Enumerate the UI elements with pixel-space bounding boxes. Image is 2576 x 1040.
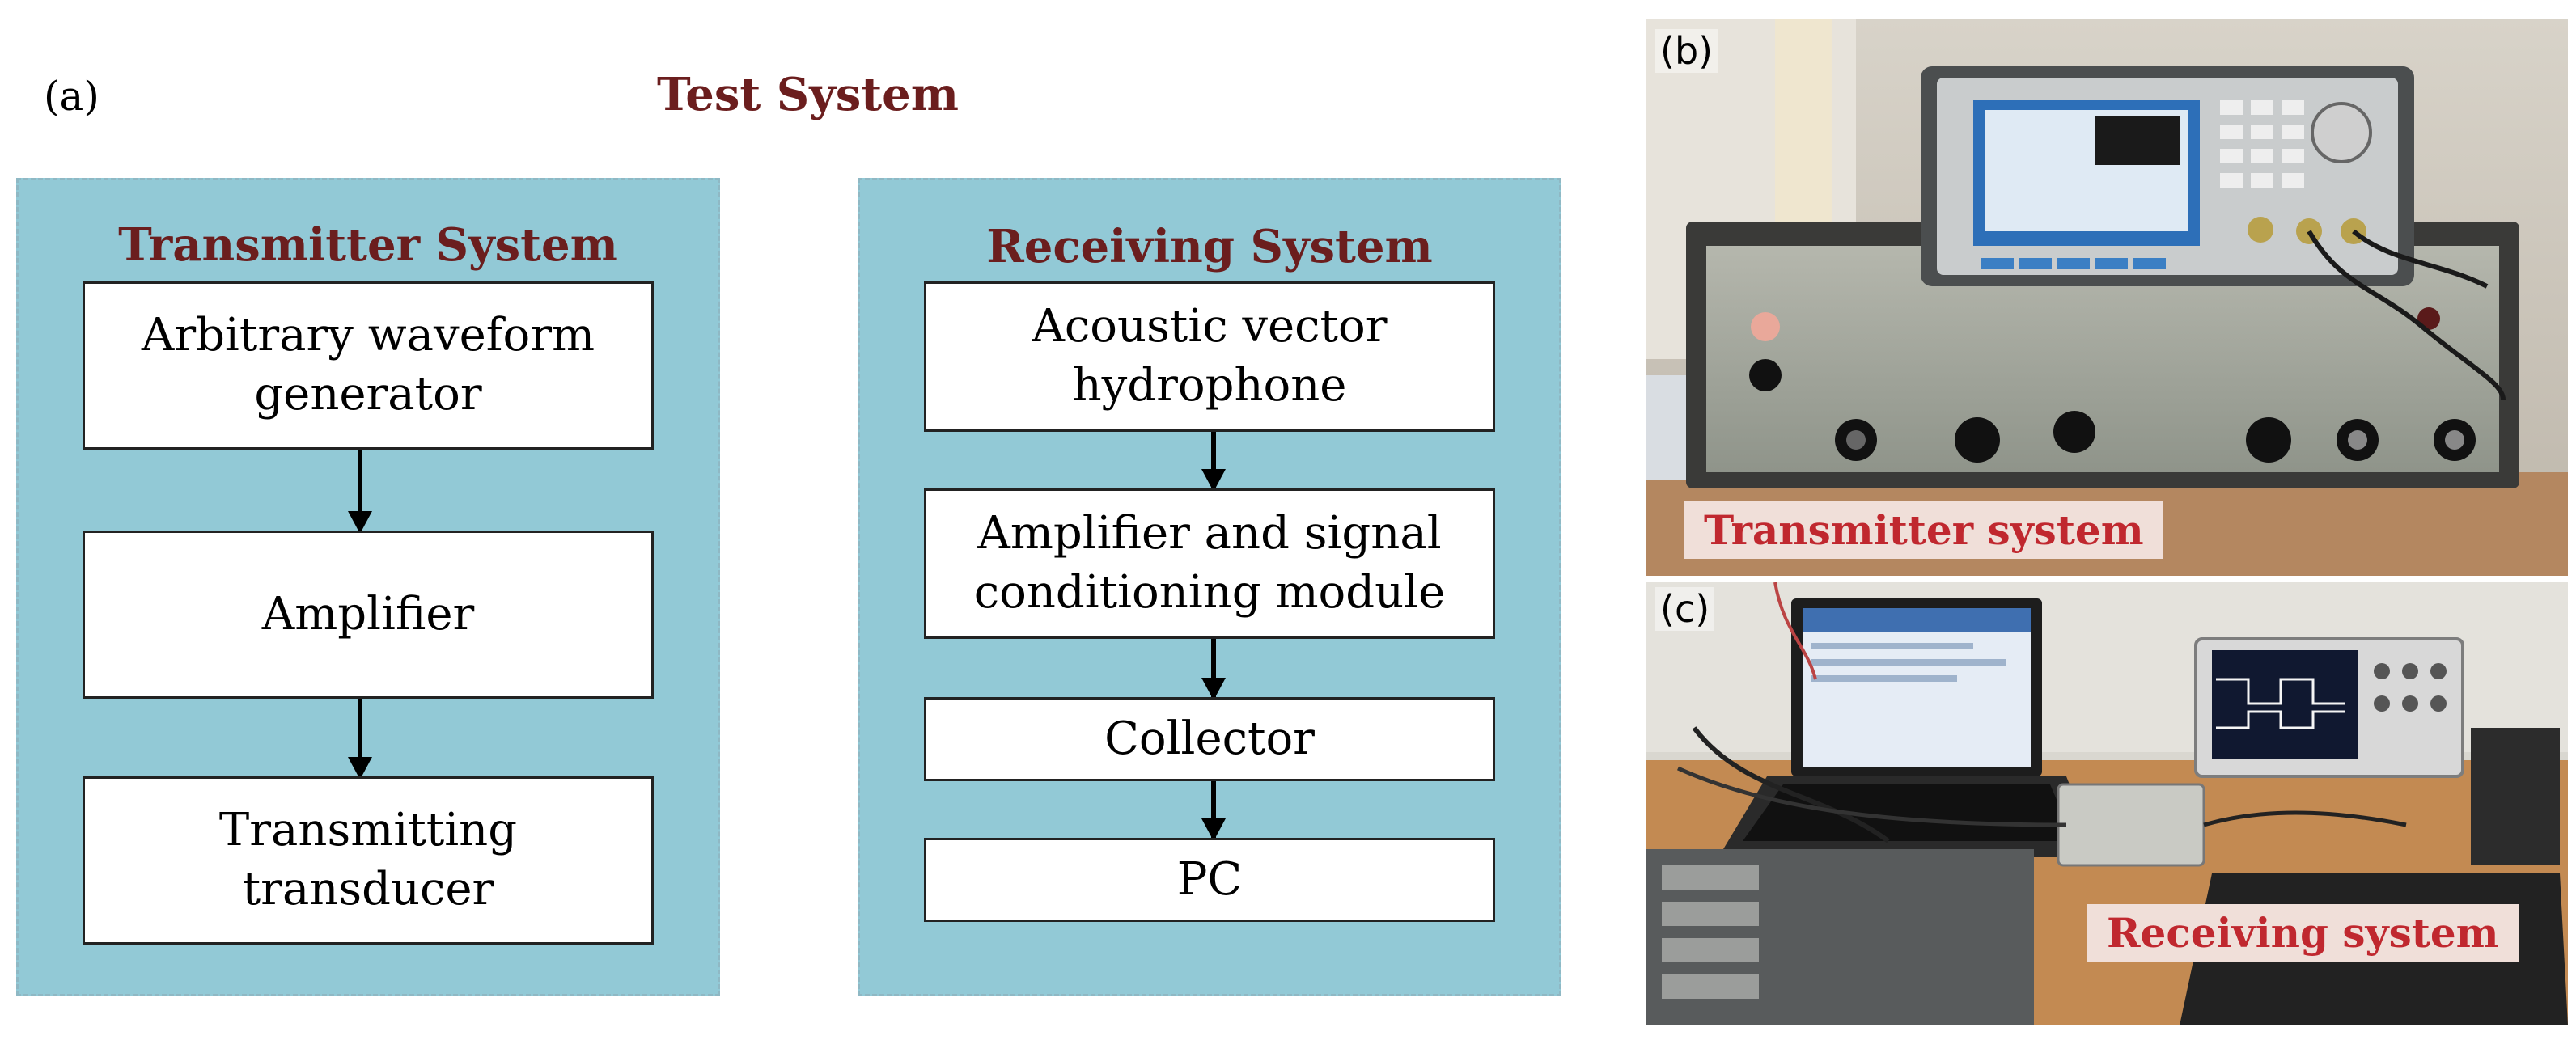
arrow-hydrophone-to-conditioning	[1201, 432, 1226, 492]
pc-box: PC	[924, 838, 1495, 922]
transmitter-system-title: Transmitter System	[118, 218, 618, 272]
transmitter-system-caption: Transmitter system	[1684, 501, 2163, 559]
amplifier-box: Amplifier	[83, 531, 654, 699]
panel-a-label: (a)	[44, 73, 100, 120]
collector-box: Collector	[924, 697, 1495, 781]
panel-b-label: (b)	[1655, 29, 1718, 73]
arrow-amplifier-to-transducer	[348, 699, 372, 780]
receiving-system-caption: Receiving system	[2087, 904, 2519, 962]
arrow-collector-to-pc	[1201, 781, 1226, 841]
diagram-title: Test System	[657, 68, 960, 121]
arrow-conditioning-to-collector	[1201, 639, 1226, 700]
arrow-generator-to-amplifier	[348, 450, 372, 534]
receiving-system-title: Receiving System	[986, 220, 1433, 273]
panel-c-label: (c)	[1655, 587, 1715, 631]
transmitter-system-photo	[1646, 19, 2568, 576]
